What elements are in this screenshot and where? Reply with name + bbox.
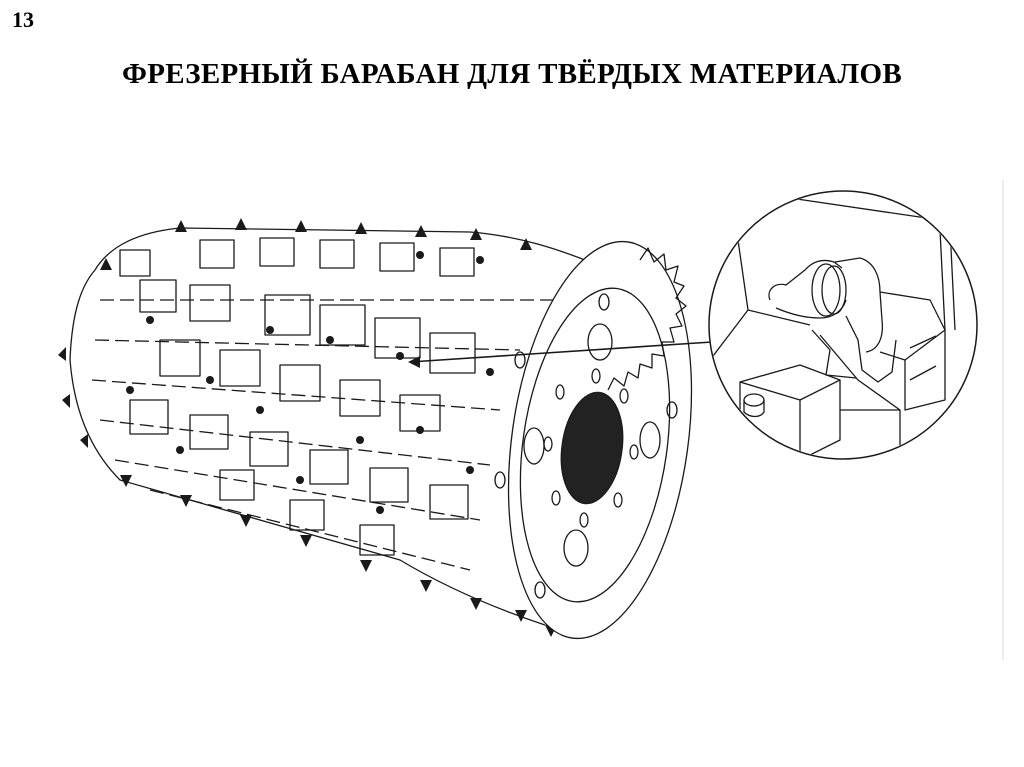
- end-flange: [494, 240, 693, 640]
- slide-number: 13: [12, 7, 34, 32]
- milling-drum-figure: [0, 150, 1024, 670]
- callout-arrow: [408, 341, 713, 368]
- milling-drum-illustration: [58, 180, 1004, 660]
- flange-hub-hole: [560, 391, 624, 505]
- drum-body: [69, 227, 591, 626]
- cutter-tooth-detail-magnified: [708, 190, 978, 460]
- slide-title: ФРЕЗЕРНЫЙ БАРАБАН ДЛЯ ТВЁРДЫХ МАТЕРИАЛОВ: [122, 58, 902, 90]
- cutting-picks: [58, 218, 557, 637]
- tool-holders: [119, 237, 476, 556]
